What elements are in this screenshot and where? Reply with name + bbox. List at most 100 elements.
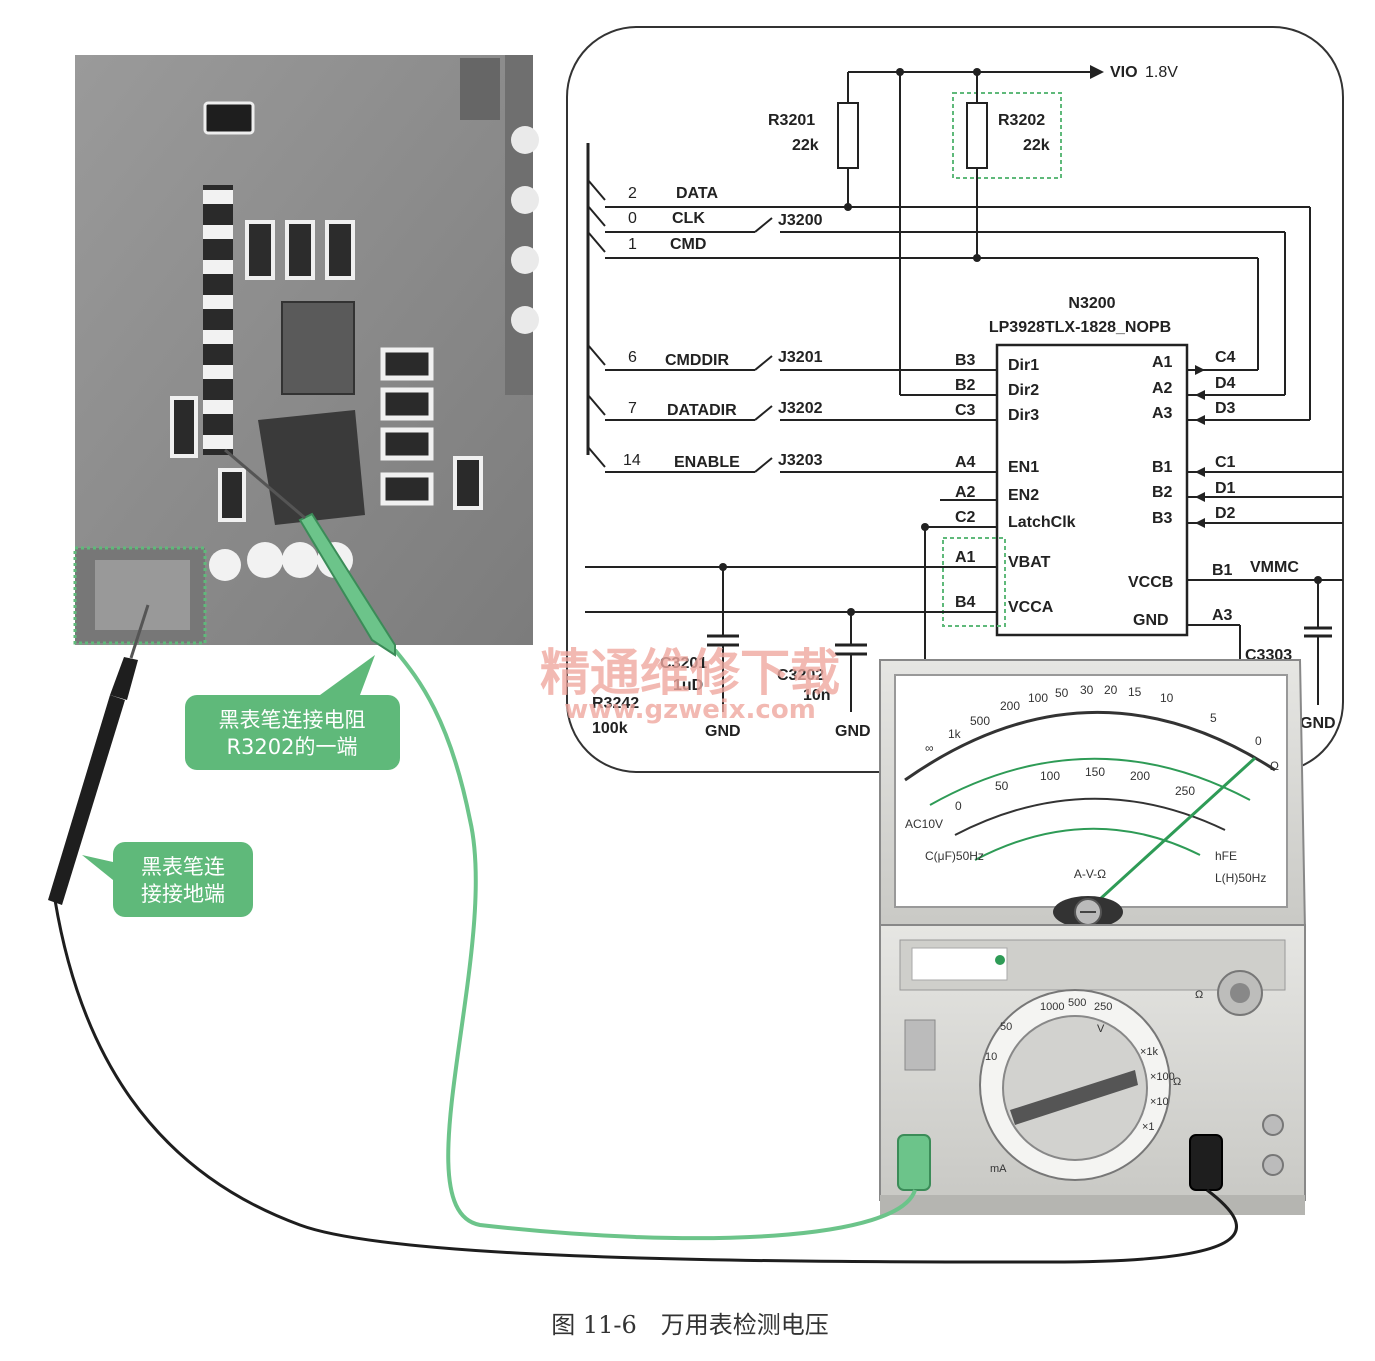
schematic: VIO 1.8V R3201 22k R3202 22k 2 DATA bbox=[566, 26, 1344, 773]
pcb-component bbox=[203, 101, 255, 135]
jack-socket[interactable] bbox=[1262, 1154, 1284, 1176]
pcb-pad bbox=[511, 306, 539, 334]
black-lead-wire bbox=[53, 899, 1238, 1264]
ic-n3200 bbox=[995, 343, 1189, 637]
pcb-capacitor bbox=[380, 347, 434, 381]
ohm-tick: 5 bbox=[1210, 711, 1217, 725]
jumper-j3200 bbox=[754, 217, 773, 233]
pcb-ic-top bbox=[281, 301, 355, 395]
range-v: 500 bbox=[1068, 997, 1086, 1009]
green-probe[interactable] bbox=[298, 512, 396, 657]
callout-pointer bbox=[320, 655, 375, 695]
callout-box bbox=[185, 695, 400, 770]
pcb-test-pad bbox=[282, 542, 318, 578]
pcb-pad bbox=[203, 365, 233, 379]
pcb-pad bbox=[203, 435, 233, 449]
black-probe-plug[interactable] bbox=[1189, 1134, 1223, 1191]
gnd-label: GND bbox=[835, 723, 871, 740]
pcb-capacitor bbox=[380, 427, 434, 461]
ic-ball: A3 bbox=[1152, 405, 1173, 422]
pcb-capacitor bbox=[453, 456, 483, 510]
vccb-label: VCCB bbox=[1128, 574, 1173, 591]
ic-pin-name: Dir1 bbox=[1008, 357, 1039, 374]
ic-part: LP3928TLX-1828_NOPB bbox=[989, 319, 1171, 336]
green-probe-tip bbox=[224, 448, 306, 520]
jumper-j3203 bbox=[754, 457, 773, 473]
ic-net: D4 bbox=[1215, 375, 1236, 392]
callout-line1: 黑表笔连接电阻 bbox=[219, 708, 366, 732]
vbat-highlight bbox=[942, 537, 1006, 627]
green-probe-plug[interactable] bbox=[897, 1134, 931, 1191]
ohm-scale-arc bbox=[904, 710, 1276, 782]
gnd-label: GND bbox=[1300, 715, 1336, 732]
dial-ma-label: mA bbox=[990, 1163, 1007, 1175]
ohm-symbol: Ω bbox=[1270, 759, 1279, 773]
r3202-value: 22k bbox=[1023, 137, 1050, 154]
volt-tick: 150 bbox=[1085, 765, 1105, 779]
resistor-r3202 bbox=[966, 102, 988, 169]
pcb-test-pad bbox=[247, 542, 283, 578]
pcb-capacitor bbox=[285, 220, 315, 280]
black-probe[interactable] bbox=[48, 695, 125, 905]
range-ohm: ×10 bbox=[1150, 1096, 1169, 1108]
r3242-ref: R3242 bbox=[592, 695, 639, 712]
ic-ball: B3 bbox=[955, 352, 976, 369]
vccb-ball: B1 bbox=[1212, 562, 1233, 579]
range-ohm: ×1 bbox=[1142, 1121, 1155, 1133]
ic-net: C1 bbox=[1215, 454, 1236, 471]
connector-pin-cmddir: 6 CMDDIR J3201 bbox=[587, 344, 997, 371]
pcb-component bbox=[460, 58, 500, 120]
range-v: 1000 bbox=[1040, 1001, 1064, 1013]
ic-net: D1 bbox=[1215, 480, 1236, 497]
jumper-ref: J3202 bbox=[778, 400, 823, 417]
ic-net: D3 bbox=[1215, 400, 1236, 417]
ic-ref: N3200 bbox=[1068, 295, 1115, 312]
ohm-tick: 100 bbox=[1028, 691, 1048, 705]
connector-pin-data: 2 DATA bbox=[587, 179, 1310, 208]
cap-value: 10n bbox=[803, 687, 831, 704]
connector-pin-enable: 14 ENABLE J3203 bbox=[587, 446, 997, 473]
r3201-value: 22k bbox=[792, 137, 819, 154]
dial-v-label: V bbox=[1097, 1023, 1105, 1035]
r3242-value: 100k bbox=[592, 720, 628, 737]
watermark-title: 精通维修下载 bbox=[540, 644, 840, 702]
green-lead-wire bbox=[393, 648, 917, 1241]
pin-number: 7 bbox=[628, 400, 637, 417]
range-selector-knob[interactable] bbox=[1002, 1015, 1148, 1161]
ohm-tick: 20 bbox=[1104, 683, 1118, 697]
callout-line1: 黑表笔连 bbox=[141, 855, 225, 879]
pin-name: CMD bbox=[670, 236, 706, 253]
ic-ball: C2 bbox=[955, 509, 976, 526]
pcb-pad bbox=[203, 260, 233, 274]
callout-pointer bbox=[82, 855, 113, 880]
pin-number: 6 bbox=[628, 349, 637, 366]
r3202-ref: R3202 bbox=[998, 112, 1045, 129]
range-ohm: ×100 bbox=[1150, 1071, 1175, 1083]
ohm-tick: 500 bbox=[970, 714, 990, 728]
pcb-pad bbox=[511, 186, 539, 214]
ic-pin-name: EN2 bbox=[1008, 487, 1039, 504]
volt-tick: 200 bbox=[1130, 769, 1150, 783]
ohm-tick: 15 bbox=[1128, 685, 1142, 699]
pcb-pad bbox=[511, 246, 539, 274]
jack-socket[interactable] bbox=[1262, 1114, 1284, 1136]
ic-pin-name: VBAT bbox=[1008, 554, 1051, 571]
cap-ref: C3201 bbox=[660, 655, 707, 672]
pcb-photo bbox=[73, 55, 539, 645]
pcb-capacitor bbox=[170, 396, 198, 458]
ohm-tick: 30 bbox=[1080, 683, 1094, 697]
callout-line2: R3202的一端 bbox=[226, 735, 357, 759]
scale-title: A-V-Ω bbox=[1074, 867, 1106, 881]
watermark-url: www.gzweix.com bbox=[564, 695, 816, 725]
ic-ball: A2 bbox=[955, 484, 976, 501]
meter-needle bbox=[1086, 756, 1257, 912]
ic-pin-name: Dir3 bbox=[1008, 407, 1039, 424]
ohm-adjust-center bbox=[1230, 983, 1250, 1003]
volt-tick: 250 bbox=[1175, 784, 1195, 798]
meter-window bbox=[911, 947, 1008, 981]
ic-pin-name: LatchClk bbox=[1008, 514, 1076, 531]
callout-line2: 接接地端 bbox=[141, 882, 225, 906]
volt-scale-arc bbox=[929, 757, 1251, 806]
pin-name: CLK bbox=[672, 210, 705, 227]
pin-number: 1 bbox=[628, 236, 637, 253]
